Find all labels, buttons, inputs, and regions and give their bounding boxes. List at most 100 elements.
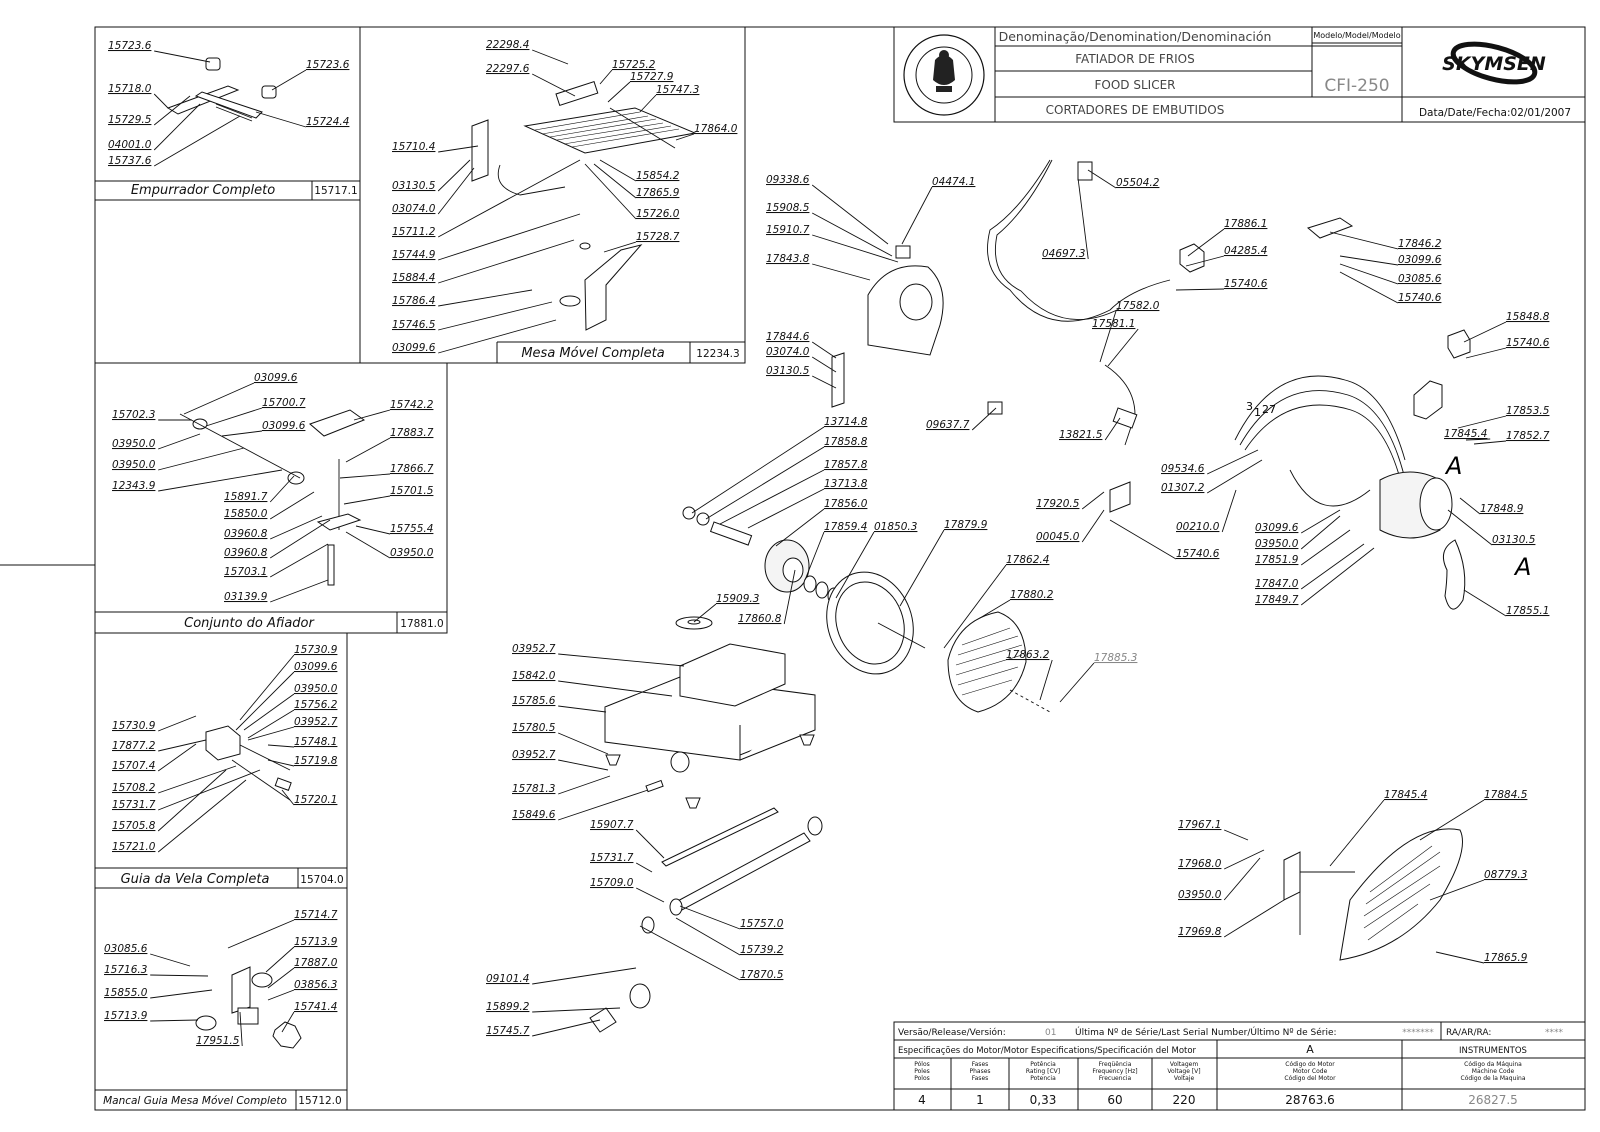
leader-line: [783, 569, 796, 625]
machine-code-value: 26827.5: [1468, 1093, 1518, 1107]
machine-code-col: Código da Máquina Machine Code Código de…: [1461, 1061, 1526, 1107]
part-number-label: 15780.5: [512, 722, 556, 734]
svg-text:Pólos: Pólos: [914, 1061, 930, 1068]
leader-line: [158, 769, 261, 811]
leader-line: [153, 103, 201, 151]
motor-code-col: Código do Motor Motor Code Código del Mo…: [1284, 1061, 1336, 1107]
part-number-label: 15721.0: [112, 841, 156, 853]
part-number-label: 15746.5: [392, 319, 436, 331]
part-number-label: 00045.0: [1036, 531, 1080, 543]
leader-line: [158, 447, 245, 471]
wire-mark-7: 7: [1269, 403, 1276, 416]
part-number-label: 03099.6: [254, 372, 298, 384]
leader-line: [345, 437, 391, 463]
part-number-label: 03099.6: [392, 342, 436, 354]
model-header: Modelo/Model/Modelo: [1313, 31, 1400, 40]
svg-text:Rating [CV]: Rating [CV]: [1026, 1068, 1060, 1075]
rating-value: 0,33: [1030, 1093, 1057, 1107]
leader-line: [635, 887, 665, 903]
svg-text:Polos: Polos: [914, 1075, 930, 1082]
part-number-label: 15719.8: [294, 755, 338, 767]
leader-line: [607, 81, 631, 103]
guide-title: Guia da Vela Completa: [121, 872, 270, 887]
part-number-label: 17855.1: [1506, 605, 1549, 617]
part-number-label: 17582.0: [1116, 300, 1160, 312]
frequency-value: 60: [1107, 1093, 1122, 1107]
part-number-label: 22298.4: [486, 39, 529, 51]
part-number-label: 17844.6: [766, 331, 810, 343]
part-number-label: 03130.5: [766, 365, 810, 377]
leader-line: [532, 1007, 621, 1013]
part-number-label: 15705.8: [112, 820, 156, 832]
leader-line: [269, 491, 315, 520]
leader-line: [1300, 543, 1365, 590]
box-bearing: [94, 887, 348, 1111]
part-number-label: 17864.0: [694, 123, 738, 135]
part-number-label: 15726.0: [636, 208, 680, 220]
svg-text:Frecuencia: Frecuencia: [1099, 1075, 1132, 1082]
leader-line: [1185, 255, 1225, 267]
part-number-label: 05504.2: [1116, 177, 1160, 189]
part-number-label: 17858.8: [824, 436, 868, 448]
part-number-label: 15745.7: [486, 1025, 530, 1037]
name-pt: FATIADOR DE FRIOS: [1075, 52, 1194, 66]
leader-line: [438, 301, 553, 331]
leader-line: [438, 289, 533, 307]
leader-line: [227, 919, 295, 949]
brand-logo-text: SKYMSEN: [1442, 53, 1546, 75]
part-number-label: 15720.1: [294, 794, 337, 806]
table-code: 12234.3: [696, 348, 739, 360]
leader-line: [1329, 231, 1399, 250]
part-number-label: 17849.7: [1255, 594, 1299, 606]
leader-line: [1221, 489, 1237, 533]
leader-line: [157, 779, 247, 853]
wire-mark-3: 3: [1246, 400, 1253, 413]
motor-mark-a-lower: A: [1513, 553, 1531, 581]
leader-line: [1109, 519, 1177, 560]
part-number-label: 09101.4: [486, 973, 529, 985]
part-number-label: 15748.1: [294, 736, 337, 748]
leader-line: [235, 671, 295, 731]
part-number-label: 17581.1: [1092, 318, 1135, 330]
leader-line: [158, 765, 237, 794]
svg-text:Código do Motor: Código do Motor: [1285, 1061, 1335, 1068]
part-number-label: 17853.5: [1506, 405, 1550, 417]
leader-line: [1104, 417, 1121, 441]
part-number-label: 03074.0: [392, 203, 436, 215]
leader-line: [1429, 879, 1485, 901]
leader-line: [811, 341, 837, 359]
box-table: [359, 26, 746, 364]
part-number-label: 03099.6: [262, 420, 306, 432]
leader-line: [1207, 449, 1259, 475]
table-drawing: [471, 81, 697, 331]
leader-line: [158, 469, 283, 492]
leader-line: [599, 159, 637, 182]
part-number-label: 15707.4: [112, 760, 155, 772]
leader-line: [437, 167, 475, 215]
leader-line: [158, 739, 207, 752]
part-number-label: 15701.5: [390, 485, 434, 497]
leader-line: [603, 241, 637, 253]
leader-line: [811, 356, 837, 373]
part-number-label: 01850.3: [874, 521, 917, 533]
leader-line: [281, 789, 295, 806]
part-number-label: 17860.8: [738, 613, 782, 625]
part-number-label: 03950.0: [390, 547, 434, 559]
leader-line: [269, 543, 329, 578]
part-number-label: 15781.3: [512, 783, 555, 795]
part-number-label: 03960.8: [224, 547, 268, 559]
leader-line: [558, 705, 607, 713]
model-number: CFI-250: [1324, 76, 1389, 96]
leader-line: [1339, 255, 1399, 266]
col-a-label: A: [1306, 1043, 1314, 1056]
leader-line: [157, 743, 197, 772]
leader-line: [353, 409, 391, 421]
leader-line: [1099, 310, 1117, 363]
part-number-label: 17880.2: [1010, 589, 1054, 601]
date-label: Data/Date/Fecha:02/01/2007: [1419, 107, 1571, 119]
leader-line: [270, 515, 323, 540]
leader-line: [1435, 951, 1485, 964]
part-number-label: 15740.6: [1176, 548, 1220, 560]
pusher-code: 15717.1: [314, 185, 357, 197]
part-number-label: 15711.2: [392, 226, 436, 238]
